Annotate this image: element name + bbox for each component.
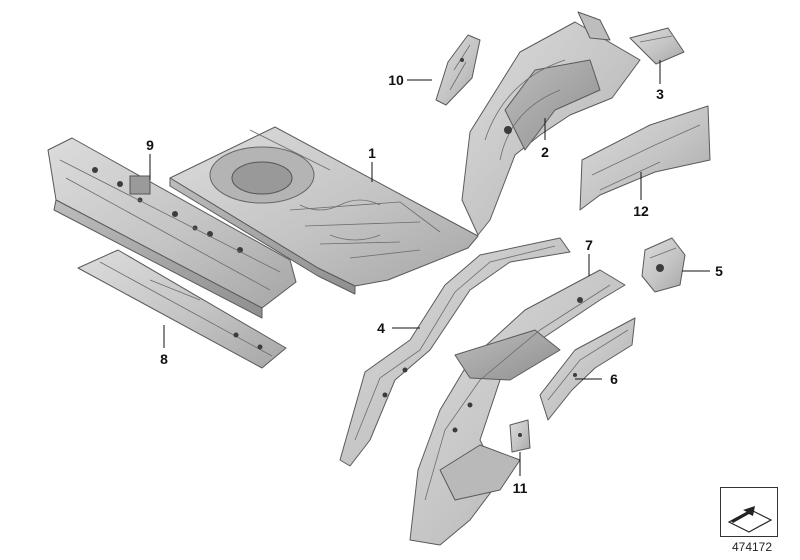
callout-4: 4 [377,320,385,336]
part-rear-section [539,317,636,421]
part-rear-cross-member [47,137,297,319]
part-rear-floor-panel [169,126,479,295]
diagram-id-number: 474172 [731,540,773,554]
callout-9: 9 [146,137,154,153]
callout-8: 8 [160,351,168,367]
part-wheel-house [461,11,641,236]
part-bracket-3 [629,27,685,65]
callout-6: 6 [610,371,618,387]
callout-3: 3 [656,86,664,102]
part-bracket-10 [435,34,481,106]
callout-7: 7 [585,237,593,253]
part-support-plate [77,249,287,369]
leader-lines [149,60,710,476]
callout-5: 5 [715,263,723,279]
callout-labels: 1 2 3 4 5 6 7 8 9 10 11 12 [146,72,723,496]
part-bracket-5 [641,237,686,293]
view-direction-legend [720,487,778,537]
part-arch-reinforcement [579,105,711,211]
callout-2: 2 [541,144,549,160]
callout-12: 12 [633,203,649,219]
view-direction-arrow-icon [727,506,773,533]
callout-10: 10 [388,72,404,88]
callout-11: 11 [513,480,528,496]
callout-1: 1 [368,145,376,161]
part-longitudinal-member [339,237,571,467]
part-plate-11 [509,419,531,453]
part-side-member [409,269,626,546]
